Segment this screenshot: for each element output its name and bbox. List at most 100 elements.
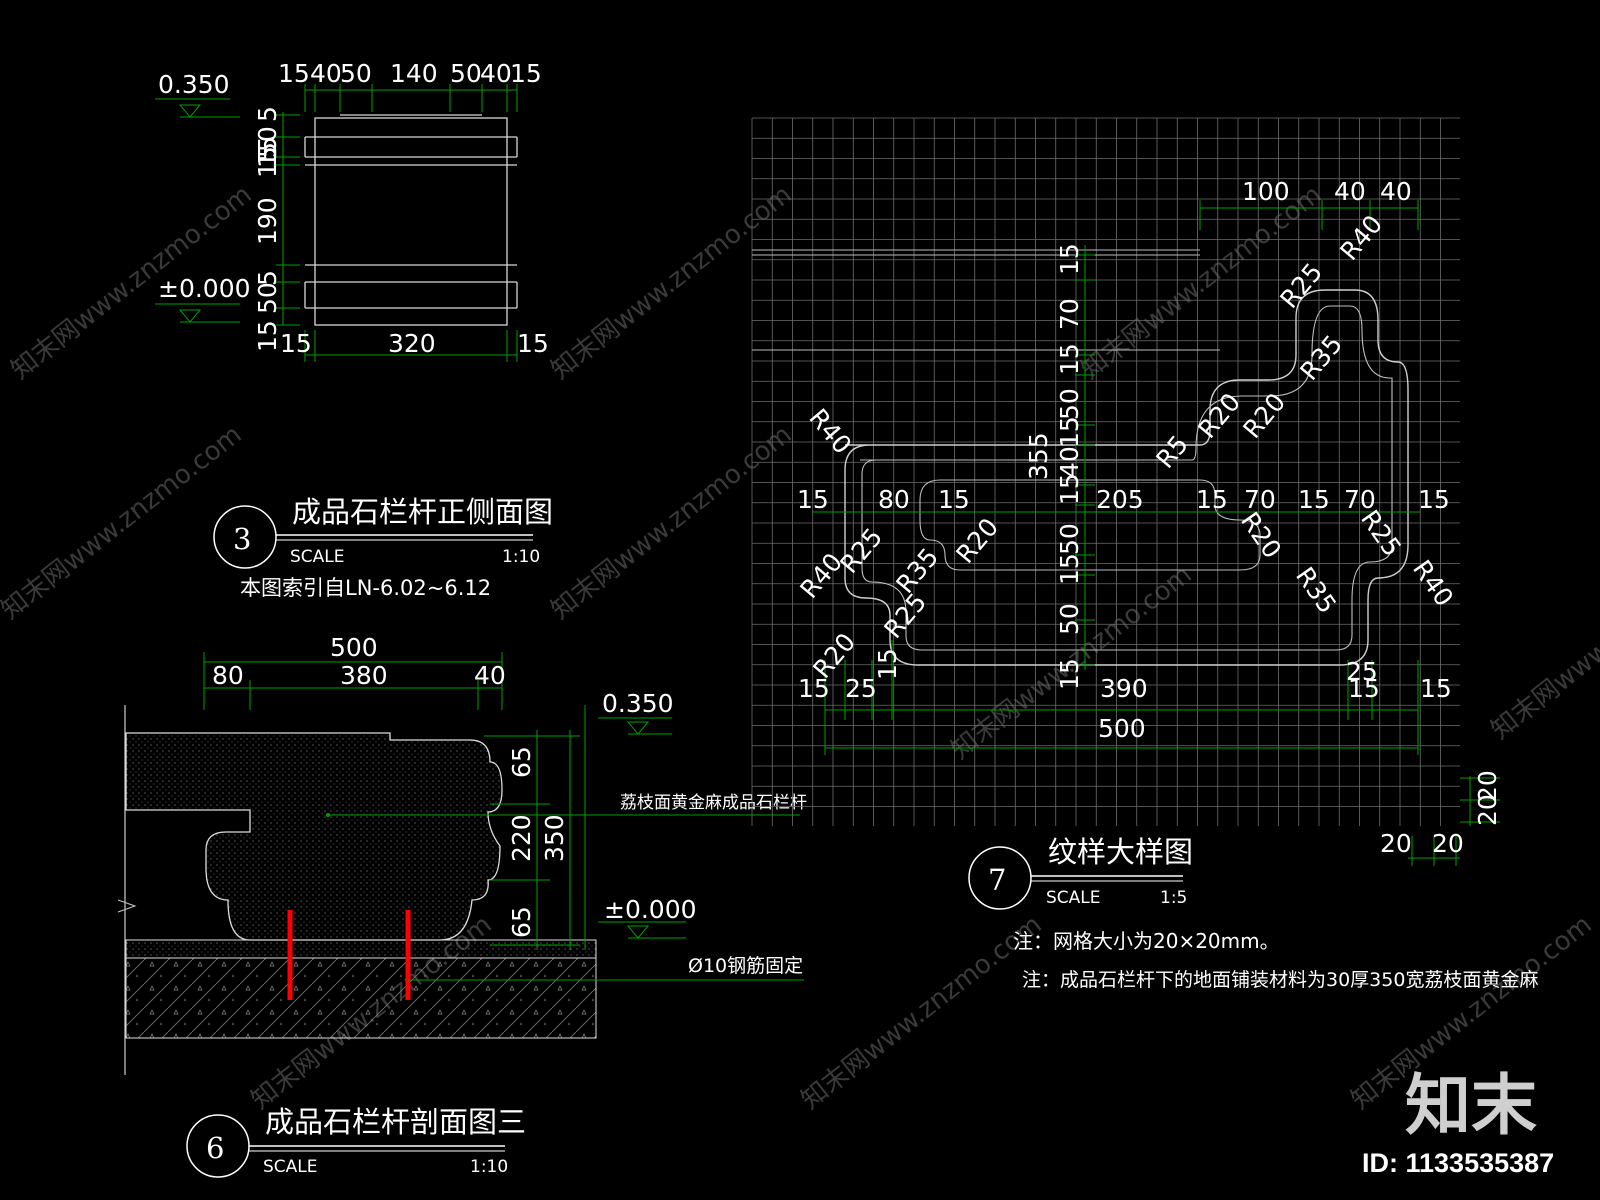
dim: 15 — [1055, 343, 1084, 375]
dim: 500 — [330, 633, 378, 662]
scale-label: SCALE — [1046, 888, 1101, 908]
dim: 15 — [280, 329, 312, 358]
note-paving: 注：成品石栏杆下的地面铺装材料为30厚350宽荔枝面黄金麻 — [1022, 969, 1538, 991]
dim: 40 — [310, 59, 342, 88]
dim: 15 — [1418, 485, 1450, 514]
dim: 220 — [507, 814, 536, 862]
rebar-note: Ø10钢筋固定 — [688, 955, 803, 977]
dim: 15 — [517, 329, 549, 358]
dim: 50 — [340, 59, 372, 88]
detail-number-circle — [213, 505, 277, 569]
watermark-text: 知末网www.znzmo.com — [796, 910, 1048, 1116]
concrete-base — [125, 957, 597, 1039]
pavement-layer — [125, 939, 597, 959]
grid-20x20 — [751, 117, 1460, 826]
baluster-outline — [314, 117, 508, 326]
watermark-text: 知末网www.znzmo.com — [546, 180, 798, 386]
dim: 40 — [1055, 446, 1084, 478]
drawing-6-section: 500 80 380 40 65 220 65 350 0.350 — [117, 633, 807, 1178]
dim: 320 — [388, 329, 436, 358]
dim: 205 — [1096, 485, 1144, 514]
reference-note: 本图索引自LN-6.02~6.12 — [240, 576, 491, 600]
scale-value: 1:10 — [470, 1157, 508, 1177]
dim: 355 — [1024, 432, 1053, 480]
dim: 40 — [480, 59, 512, 88]
scale-value: 1:5 — [1160, 888, 1187, 908]
material-note: 荔枝面黄金麻成品石栏杆 — [620, 793, 807, 813]
elevation-label: ±0.000 — [158, 274, 251, 303]
dim: 65 — [507, 906, 536, 938]
dim: 15 — [1055, 473, 1084, 505]
dim: 40 — [1380, 177, 1412, 206]
watermark-text: 知末网www.znzmo.com — [0, 420, 248, 626]
dim: 80 — [212, 661, 244, 690]
dim: 15 — [798, 674, 830, 703]
dim: 15 — [1055, 243, 1084, 275]
image-id: ID: 1133535387 — [1362, 1148, 1554, 1178]
drawing-title: 纹样大样图 — [1048, 835, 1193, 869]
dim: 15 — [1196, 485, 1228, 514]
dim: 20 — [1380, 829, 1412, 858]
scale-value: 1:10 — [502, 547, 540, 567]
brand-logo: 知末 — [1405, 1067, 1537, 1144]
dim: 20 — [1432, 829, 1464, 858]
drawing-7-pattern-detail: 15 70 15 50 15 40 15 50 15 50 15 355 100… — [751, 117, 1538, 991]
dim: 100 — [1242, 177, 1290, 206]
pattern-outer-outline — [844, 289, 1409, 666]
dim: 50 — [1055, 523, 1084, 555]
dim: 70 — [1244, 485, 1276, 514]
drawing-title: 成品石栏杆正侧面图 — [292, 495, 553, 529]
radius-label: R40 — [803, 403, 857, 459]
dim: 15 — [510, 59, 542, 88]
dim: 50 — [1055, 603, 1084, 635]
dim: 70 — [1055, 298, 1084, 330]
dim: 15 — [253, 320, 282, 352]
dim: 390 — [1100, 674, 1148, 703]
dim: 15 — [1348, 674, 1380, 703]
elevation-label: 0.350 — [602, 689, 674, 718]
dim: 5 — [253, 106, 282, 122]
dim: 65 — [507, 746, 536, 778]
drawing-title: 成品石栏杆剖面图三 — [265, 1105, 526, 1139]
dim: 15 — [1055, 658, 1084, 690]
dim: 50 — [253, 282, 282, 314]
radius-label: R20 — [950, 513, 1004, 569]
dim: 15 — [938, 485, 970, 514]
dim: 500 — [1098, 714, 1146, 743]
dim: 15 — [253, 146, 282, 178]
watermark-text: 知末网www.znzmo.com — [1486, 540, 1600, 746]
dim: 380 — [340, 661, 388, 690]
dim: 50 — [253, 126, 282, 158]
scale-label: SCALE — [263, 1157, 318, 1177]
dim: 15 — [253, 136, 282, 168]
dim: 20 — [1473, 794, 1502, 826]
dim: 50 — [450, 59, 482, 88]
scale-label: SCALE — [290, 547, 345, 567]
radius-label: R35 — [1290, 562, 1342, 619]
dim: 5 — [253, 270, 282, 286]
elevation-label: 0.350 — [158, 70, 230, 99]
dim: 15 — [1055, 553, 1084, 585]
detail-number: 3 — [233, 522, 251, 556]
elevation-label: ±0.000 — [604, 895, 697, 924]
dim: 25 — [1346, 657, 1378, 686]
dim: 15 — [797, 485, 829, 514]
dim: 15 — [873, 648, 902, 680]
watermark-text: 知末网www.znzmo.com — [546, 420, 798, 626]
detail-number: 6 — [206, 1131, 224, 1165]
dim: 15 — [1420, 674, 1452, 703]
radius-label: R20 — [1235, 507, 1287, 564]
dim: 50 — [1055, 388, 1084, 420]
dim: 15 — [1298, 485, 1330, 514]
pattern-middle-outline — [860, 305, 1393, 651]
dim: 20 — [1473, 770, 1502, 802]
note-grid-size: 注：网格大小为20×20mm。 — [1013, 929, 1280, 953]
dim: 350 — [540, 814, 569, 862]
dim: 80 — [878, 485, 910, 514]
dim: 140 — [390, 59, 438, 88]
pattern-inner-outline — [919, 479, 1261, 571]
dim: 40 — [1334, 177, 1366, 206]
drawing-3-elevation: 15 40 50 140 50 40 15 5 50 15 15 190 5 5… — [155, 59, 553, 600]
radius-label: R25 — [1274, 258, 1328, 314]
